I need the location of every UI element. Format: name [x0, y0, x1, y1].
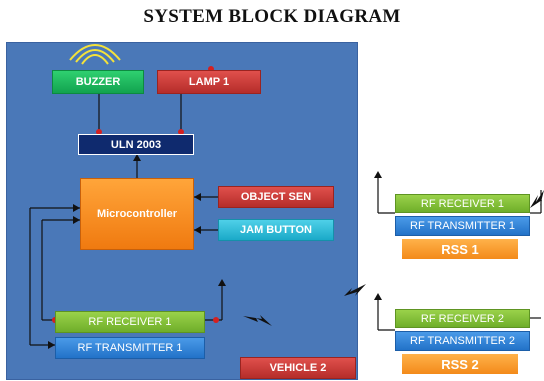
rss1-receiver-block: RF RECEIVER 1: [395, 194, 530, 213]
rf-transmitter-1-label: RF TRANSMITTER 1: [77, 342, 183, 354]
rf-transmitter-1-block: RF TRANSMITTER 1: [55, 337, 205, 359]
microcontroller-label: Microcontroller: [96, 208, 178, 220]
uln-block: ULN 2003: [78, 134, 194, 155]
rss2-transmitter-label: RF TRANSMITTER 2: [410, 335, 515, 347]
rss1-block: RSS 1: [402, 239, 518, 259]
uln-label: ULN 2003: [110, 138, 162, 151]
vehicle-label-block: VEHICLE 2: [240, 357, 356, 379]
rss2-transmitter-block: RF TRANSMITTER 2: [395, 331, 530, 351]
object-sensor-block: OBJECT SEN: [218, 186, 334, 208]
microcontroller-block: Microcontroller: [80, 178, 194, 250]
lamp-block: LAMP 1: [157, 70, 261, 94]
rss2-label: RSS 2: [441, 356, 479, 372]
vehicle-label: VEHICLE 2: [269, 362, 327, 374]
wireless-signal-icon: [243, 190, 544, 326]
rss1-transmitter-block: RF TRANSMITTER 1: [395, 216, 530, 236]
diagram-title: SYSTEM BLOCK DIAGRAM: [143, 6, 401, 27]
lamp-label: LAMP 1: [188, 76, 230, 88]
rss1-label: RSS 1: [441, 241, 479, 257]
object-sensor-label: OBJECT SEN: [240, 191, 312, 203]
buzzer-block: BUZZER: [52, 70, 144, 94]
rf-receiver-1-block: RF RECEIVER 1: [55, 311, 205, 333]
rss2-receiver-label: RF RECEIVER 2: [420, 312, 505, 325]
rss2-receiver-block: RF RECEIVER 2: [395, 309, 530, 328]
buzzer-label: BUZZER: [75, 76, 121, 88]
rss1-transmitter-label: RF TRANSMITTER 1: [410, 220, 515, 232]
jam-button-block: JAM BUTTON: [218, 219, 334, 241]
rf-receiver-1-label: RF RECEIVER 1: [88, 316, 172, 328]
jam-button-label: JAM BUTTON: [240, 224, 312, 236]
rss2-block: RSS 2: [402, 354, 518, 374]
rss1-receiver-label: RF RECEIVER 1: [420, 197, 505, 210]
buzzer-sound-icon: [69, 44, 121, 65]
